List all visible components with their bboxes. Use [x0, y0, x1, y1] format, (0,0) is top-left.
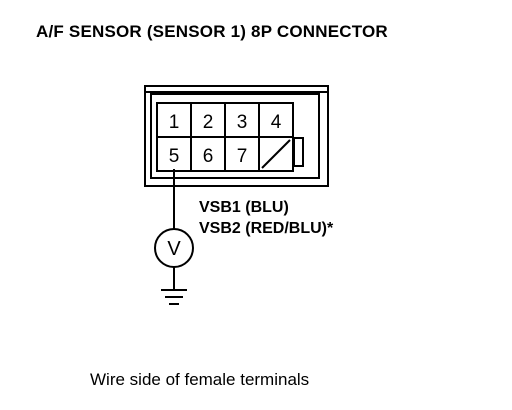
voltmeter-label: V — [167, 238, 181, 260]
pin-4: 4 — [271, 112, 282, 133]
pin-5: 5 — [169, 146, 180, 167]
wire-label-vsb2: VSB2 (RED/BLU)* — [199, 220, 334, 237]
pin-1: 1 — [169, 112, 180, 133]
pin-2: 2 — [203, 112, 214, 133]
pin-6: 6 — [203, 146, 214, 167]
ground-icon — [161, 289, 187, 305]
pin-7: 7 — [237, 146, 248, 167]
empty-cavity-slash — [261, 139, 291, 169]
wire-label-vsb1: VSB1 (BLU) — [199, 199, 289, 216]
diagram-title: A/F SENSOR (SENSOR 1) 8P CONNECTOR — [36, 22, 388, 41]
connector-housing — [144, 85, 329, 187]
diagram-caption: Wire side of female terminals — [90, 370, 310, 389]
connector-lock-tab — [293, 137, 304, 167]
terminal-grid — [156, 102, 294, 172]
pin-3: 3 — [237, 112, 248, 133]
